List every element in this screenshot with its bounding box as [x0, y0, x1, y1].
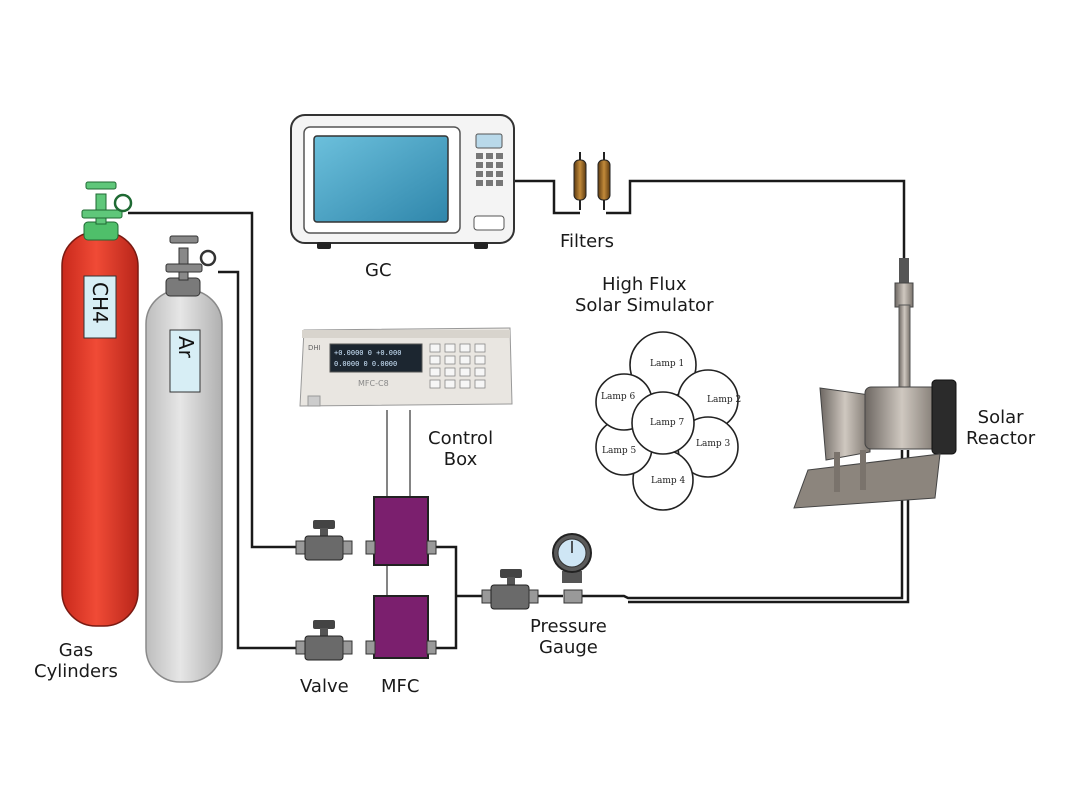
pressure-gauge — [552, 533, 592, 604]
mfc-label: MFC — [381, 676, 420, 697]
mfc-bottom — [365, 595, 437, 659]
control-cables — [386, 410, 411, 596]
control-box-keypad — [429, 343, 486, 389]
pressure-gauge-label: Pressure Gauge — [530, 616, 607, 658]
solar-simulator-label: High Flux Solar Simulator — [575, 274, 713, 316]
gas-cylinders-label-line2: Cylinders — [34, 661, 118, 682]
cylinder-ch4-label: CH4 — [88, 282, 112, 324]
control-box: +0.0000 0 +0.000 0.0000 0 0.0000 DHI MFC… — [299, 327, 513, 407]
lamp-6-label: Lamp 6 — [601, 392, 635, 402]
tube-ar — [218, 270, 300, 650]
gc-screen — [313, 135, 449, 223]
tube-ch4 — [128, 211, 300, 549]
tube-gauge-reactor-c — [628, 450, 910, 604]
solar-reactor — [793, 258, 957, 509]
filter-2 — [597, 159, 611, 201]
lamp-1-label: Lamp 1 — [650, 359, 684, 369]
tube-reactor-filters — [606, 179, 906, 260]
lamp-4-label: Lamp 4 — [651, 476, 685, 486]
solar-reactor-label: Solar Reactor — [966, 407, 1035, 449]
gas-cylinders-label: Gas Cylinders — [34, 640, 118, 682]
valve-ch4 — [295, 520, 353, 561]
cylinder-ar: Ar — [145, 235, 223, 683]
solar-reactor-label-line1: Solar — [977, 407, 1024, 428]
lamp-labels: Lamp 1 Lamp 2 Lamp 3 Lamp 4 Lamp 5 Lamp … — [601, 359, 741, 486]
lamp-3-label: Lamp 3 — [696, 439, 730, 449]
cylinder-ch4: CH4 — [61, 181, 139, 627]
filters-label: Filters — [560, 231, 614, 252]
pressure-gauge-label-line1: Pressure — [530, 616, 607, 637]
tube-mfc-top-out — [436, 545, 458, 650]
pressure-gauge-label-line2: Gauge — [538, 637, 598, 658]
cylinder-ar-label: Ar — [174, 336, 198, 359]
gc-instrument — [290, 114, 515, 249]
valve-outlet — [481, 569, 539, 610]
valve-label: Valve — [300, 676, 349, 697]
mfc-top — [365, 496, 437, 566]
gc-keypad — [476, 153, 503, 186]
solar-simulator-label-line2: Solar Simulator — [575, 295, 714, 316]
control-box-display-row1: +0.0000 0 +0.000 — [334, 349, 401, 357]
tube-gauge-reactor-a — [582, 450, 904, 600]
tubing — [128, 179, 910, 650]
control-box-brand: DHI — [308, 344, 321, 352]
solar-simulator — [595, 331, 739, 511]
gas-cylinders-label-line1: Gas — [58, 640, 94, 661]
lamp-7-label: Lamp 7 — [650, 418, 684, 428]
solar-reactor-label-line2: Reactor — [966, 428, 1036, 449]
control-box-model: MFC-C8 — [358, 379, 389, 388]
gc-label: GC — [365, 260, 392, 281]
control-box-label-line2: Box — [443, 449, 478, 470]
filter-1 — [573, 159, 587, 201]
control-box-label: Control Box — [428, 428, 493, 470]
tube-filters-bridge — [508, 179, 580, 215]
control-box-display-row2: 0.0000 0 0.0000 — [334, 360, 397, 368]
filters — [573, 152, 611, 210]
solar-simulator-label-line1: High Flux — [601, 274, 687, 295]
control-box-label-line1: Control — [428, 428, 494, 449]
lamp-5-label: Lamp 5 — [602, 446, 636, 456]
lamp-2-label: Lamp 2 — [707, 395, 741, 405]
valve-ar — [295, 620, 353, 661]
